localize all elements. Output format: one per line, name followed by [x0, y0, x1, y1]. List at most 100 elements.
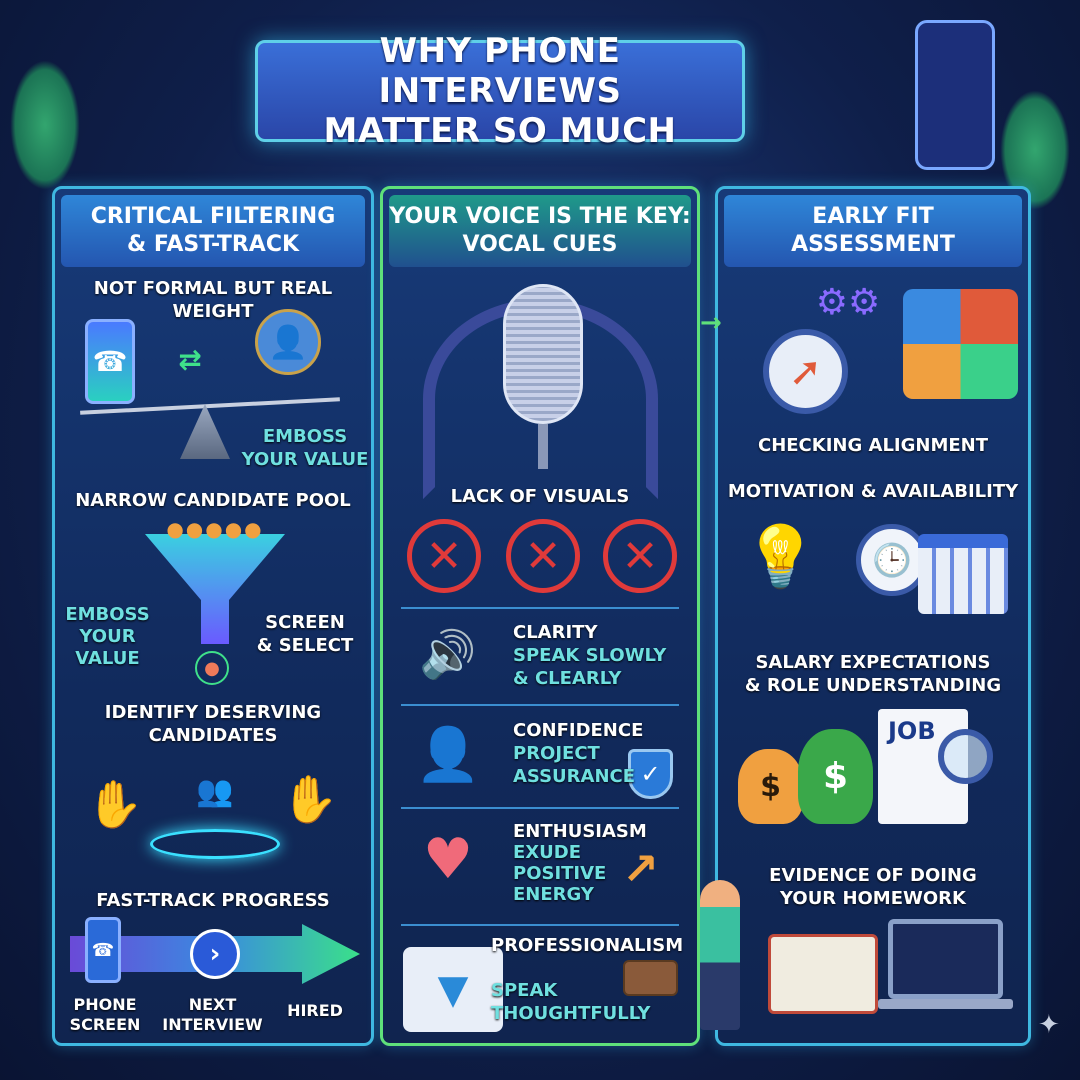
title-line-1: WHY PHONE INTERVIEWS: [378, 31, 622, 111]
candidates-icon: 👥: [196, 774, 234, 809]
caption-line: VALUE: [75, 648, 140, 669]
panel-header: EARLY FIT ASSESSMENT: [724, 195, 1022, 267]
job-label: JOB: [888, 717, 936, 745]
title-line: & ROLE UNDERSTANDING: [744, 675, 1002, 696]
cue-text: PROJECT: [513, 743, 600, 764]
header-line: VOCAL CUES: [462, 232, 618, 257]
cue-title: CONFIDENCE: [513, 720, 644, 741]
mic-stand: [538, 424, 548, 469]
shield-check-icon: ✓: [628, 749, 673, 799]
hand-right-icon: ✋: [281, 771, 339, 826]
divider: [401, 607, 679, 609]
person-profile-icon: 👤: [415, 724, 481, 785]
section-title: NOT FORMAL BUT REAL WEIGHT: [93, 278, 333, 322]
heart-icon: ♥: [422, 826, 474, 892]
caption-line: EMBOSS: [65, 604, 150, 625]
label-line: PHONE: [73, 995, 137, 1014]
briefcase-icon: [623, 960, 678, 996]
title-line: SALARY EXPECTATIONS: [755, 652, 991, 673]
caption-line: EMBOSS: [262, 426, 348, 447]
exchange-arrows-icon: ⇄: [178, 342, 202, 376]
no-visual-icon: ✕: [506, 519, 580, 593]
phone-decoration: [915, 20, 995, 170]
connector-arrow: →: [700, 308, 722, 338]
hologram-platform: [150, 829, 280, 859]
clock-icon: 🕒: [856, 524, 928, 596]
header-line: CRITICAL FILTERING: [90, 204, 336, 229]
cue-text: THOUGHTFULLY: [491, 1003, 651, 1024]
section-title: FAST-TRACK PROGRESS: [96, 890, 330, 911]
cue-text: SPEAK SLOWLY: [513, 645, 667, 666]
person-figure-icon: [700, 880, 740, 1030]
header-line: EARLY FIT: [812, 204, 934, 229]
phone-icon: ☎: [85, 319, 135, 404]
title-line: EVIDENCE OF DOING: [769, 865, 977, 886]
section-title: NARROW CANDIDATE POOL: [75, 490, 351, 511]
scale-base: [180, 404, 230, 459]
panel-header: YOUR VOICE IS THE KEY: VOCAL CUES: [389, 195, 691, 267]
laptop-icon: [888, 919, 1003, 999]
panel-header: CRITICAL FILTERING & FAST-TRACK: [61, 195, 365, 267]
panel-vocal-cues: YOUR VOICE IS THE KEY: VOCAL CUES LACK O…: [380, 186, 700, 1046]
next-chevron-icon: ›: [190, 929, 240, 979]
label-line: NEXT: [188, 995, 237, 1014]
people-icon: ●●●●●: [166, 517, 264, 541]
growth-chart-icon: ↗: [622, 843, 659, 895]
sparkle-icon: ✦: [1038, 1010, 1060, 1040]
divider: [401, 924, 679, 926]
title-banner: WHY PHONE INTERVIEWS MATTER SO MUCH: [255, 31, 745, 151]
section-title: LACK OF VISUALS: [450, 486, 630, 507]
caption-line: & SELECT: [256, 635, 354, 656]
selected-candidate-icon: ●: [195, 651, 229, 685]
cue-text: & CLEARLY: [513, 668, 622, 689]
caption-line: SCREEN: [265, 612, 345, 633]
step-label-hired: HIRED: [287, 1001, 343, 1020]
leaf-decoration-left: [10, 60, 80, 190]
shirt-tie-icon: ▼: [403, 947, 503, 1032]
divider: [401, 807, 679, 809]
panel-early-fit: EARLY FIT ASSESSMENT ➚ ⚙⚙ CHECKING ALIGN…: [715, 186, 1031, 1046]
candidate-avatar-icon: 👤: [255, 309, 321, 375]
cue-text: SPEAK: [491, 980, 558, 1001]
phone-icon: ☎: [85, 917, 121, 983]
section-title: CHECKING ALIGNMENT: [757, 435, 989, 456]
title-line-2: MATTER SO MUCH: [323, 111, 677, 151]
cue-title: ENTHUSIASM: [513, 821, 647, 842]
cue-text: EXUDE: [513, 842, 582, 863]
cue-title: CLARITY: [513, 622, 598, 643]
funnel-right-caption: SCREEN& SELECT: [250, 611, 360, 657]
magnifier-icon: [938, 729, 993, 784]
section-title: SALARY EXPECTATIONS& ROLE UNDERSTANDING: [718, 651, 1028, 697]
compass-icon: ➚: [763, 329, 848, 414]
caption-line: YOUR VALUE: [241, 449, 369, 470]
cue-text: ENERGY: [513, 884, 594, 905]
hands-icon: ✋: [86, 776, 144, 831]
microphone-icon: [503, 284, 583, 424]
caption-line: YOUR: [79, 626, 136, 647]
puzzle-icon: [903, 289, 1018, 399]
open-book-icon: [768, 934, 878, 1014]
label-line: SCREEN: [69, 1015, 141, 1034]
money-bag-icon: $: [738, 749, 803, 824]
title-line: CANDIDATES: [148, 725, 278, 746]
divider: [401, 704, 679, 706]
cue-text: POSITIVE: [513, 863, 607, 884]
cue-title: PROFESSIONALISM: [491, 935, 684, 956]
money-bag-icon: $: [798, 729, 873, 824]
calendar-icon: [918, 534, 1008, 614]
no-visual-icon: ✕: [407, 519, 481, 593]
cue-text: ASSURANCE: [513, 766, 636, 787]
label-line: INTERVIEW: [162, 1015, 263, 1034]
header-line: YOUR VOICE IS THE KEY:: [389, 204, 691, 229]
gear-icon: ⚙⚙: [815, 281, 881, 323]
speaker-icon: 🔊: [419, 626, 477, 681]
